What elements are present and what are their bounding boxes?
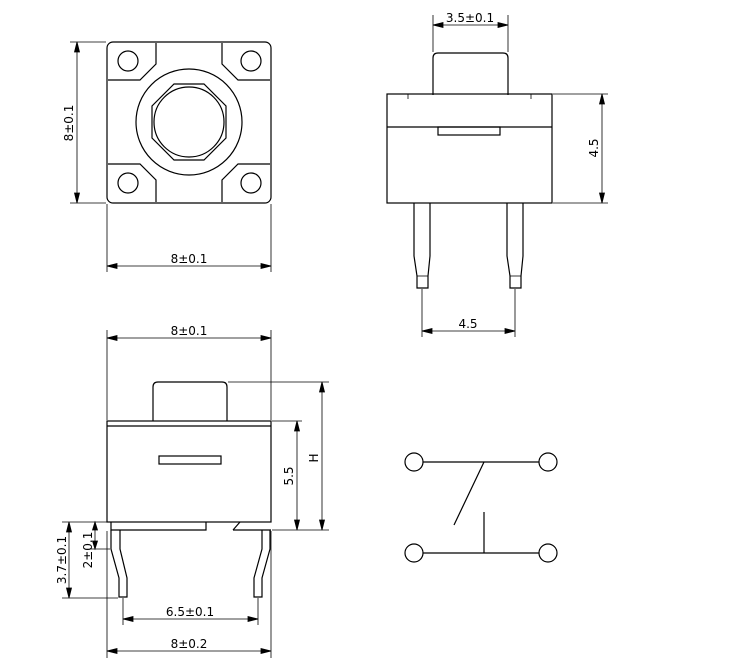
side-view-base-plate [110, 522, 207, 531]
side-view-lead-total-label: 3.7±0.1 [55, 536, 69, 584]
side-view-body [106, 420, 272, 523]
side-view-lead-left [110, 530, 128, 598]
corner-hole-bottom-right [240, 172, 262, 194]
front-view-window [437, 126, 501, 136]
side-view-lead-step-label: 2±0.1 [81, 532, 95, 569]
schematic-terminal-bottom-left [404, 543, 424, 563]
front-view-pin-right [506, 203, 524, 289]
front-view-body [386, 93, 553, 204]
schematic-switch-lever [453, 461, 485, 526]
front-view-actuator-width-label: 3.5±0.1 [446, 11, 494, 25]
front-view-pin-pitch-label: 4.5 [458, 317, 477, 331]
top-view-body-outline [106, 41, 272, 204]
side-view-lead-right [253, 530, 271, 598]
side-view-outer-lead-label: 8±0.2 [171, 637, 208, 651]
corner-pad-top-right [221, 43, 270, 81]
side-view-actuator [152, 381, 228, 421]
side-view-width-label: 8±0.1 [171, 324, 208, 338]
actuator-octagon [151, 83, 227, 161]
side-view-inner-lead-label: 6.5±0.1 [166, 605, 214, 619]
front-view: 3.5±0.1 4.5 4.5 [386, 11, 608, 337]
side-view-total-height-label: H [307, 453, 321, 462]
corner-pad-top-left [108, 43, 157, 81]
top-view: 8±0.1 8±0.1 [62, 41, 272, 272]
top-view-height-label: 8±0.1 [62, 105, 76, 142]
actuator-outer-ring [135, 68, 243, 176]
actuator-inner-circle [153, 86, 225, 158]
front-view-pin-left [413, 203, 431, 289]
corner-hole-top-left [117, 50, 139, 72]
top-view-width-label: 8±0.1 [171, 252, 208, 266]
schematic-terminal-bottom-right [538, 543, 558, 563]
front-view-actuator [432, 52, 509, 95]
switch-schematic [404, 452, 558, 563]
corner-pad-bottom-right [221, 163, 270, 202]
side-view-body-height-label: 5.5 [282, 466, 296, 485]
corner-hole-bottom-left [117, 172, 139, 194]
corner-hole-top-right [240, 50, 262, 72]
front-view-body-height-label: 4.5 [587, 138, 601, 157]
schematic-terminal-top-right [538, 452, 558, 472]
corner-pad-bottom-left [108, 163, 157, 202]
side-view: 8±0.1 H 5.5 3.7±0.1 [55, 324, 329, 658]
side-view-window [158, 455, 222, 465]
schematic-terminal-top-left [404, 452, 424, 472]
